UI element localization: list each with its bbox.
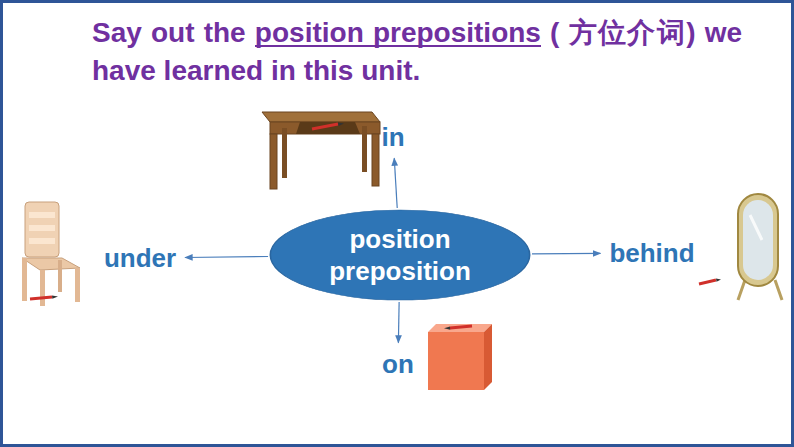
slide-title: Say out the position prepositions ( 方位介词… [92,14,742,90]
arrow-connector [185,256,268,258]
preposition-label: in [381,121,404,154]
preposition-word: under [100,242,180,275]
preposition-label: on [382,348,414,381]
center-label: position preposition [317,223,483,288]
arrow-connector [532,253,600,255]
preposition-word: behind [605,237,698,270]
preposition-word: on [378,348,418,381]
box-picture [428,324,492,390]
preposition-label: behind [609,237,694,270]
ellipse-shape [269,209,531,301]
arrow-connector [394,158,397,208]
preposition-label: under [104,242,176,275]
center-ellipse: position preposition [269,209,531,301]
arrow-connector [398,302,400,343]
desk-picture [262,112,380,189]
title-underline [255,45,541,47]
mirror-picture [699,194,782,300]
preposition-word: in [377,121,408,154]
chair-picture [22,202,80,306]
